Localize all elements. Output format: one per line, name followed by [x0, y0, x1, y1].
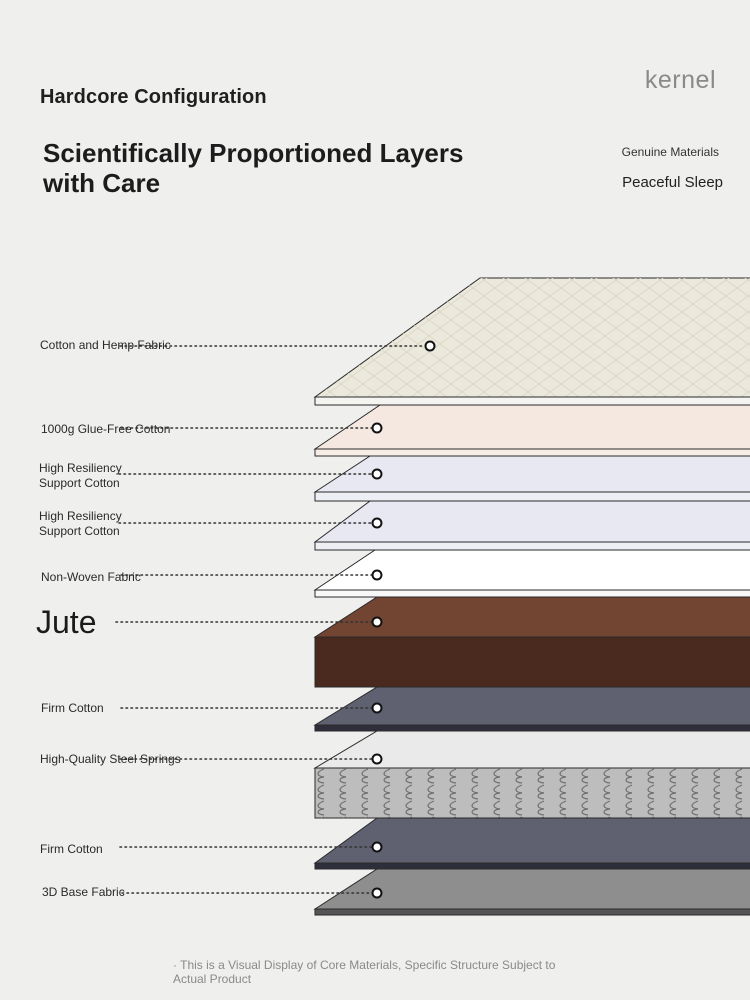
tag-genuine-materials: Genuine Materials	[621, 145, 719, 159]
layer-label-line: Support Cotton	[39, 524, 120, 538]
layer-label: Firm Cotton	[40, 842, 103, 857]
layer-label: 1000g Glue-Free Cotton	[41, 422, 170, 437]
layer-side-face	[314, 589, 750, 598]
spring-pattern	[315, 768, 750, 818]
brand-logo: kernel	[644, 66, 716, 94]
layer-top-face	[313, 596, 750, 638]
tag-peaceful-sleep: Peaceful Sleep	[622, 174, 723, 191]
layer-label-line: Jute	[36, 604, 97, 640]
layer-label-line: 3D Base Fabric	[42, 885, 125, 899]
layer-label-line: Firm Cotton	[41, 701, 104, 715]
layer-label-line: Non-Woven Fabric	[41, 570, 141, 584]
leader-dot	[371, 841, 383, 853]
section-kicker: Hardcore Configuration	[40, 86, 267, 108]
page-title: Scientifically Proportioned Layers with …	[43, 138, 513, 198]
layer-side-face	[314, 491, 750, 502]
leader-dot	[424, 340, 436, 352]
layer-label: Cotton and Hemp Fabric	[40, 338, 171, 353]
leader-dot	[371, 753, 383, 765]
layer-side-face	[314, 541, 750, 551]
layer-top-face	[313, 817, 750, 864]
layer-label-line: Cotton and Hemp Fabric	[40, 338, 171, 352]
layer-side-face	[314, 908, 750, 916]
layer-label-line: Support Cotton	[39, 476, 120, 490]
layer-label: High-Quality Steel Springs	[40, 752, 181, 767]
leader-dot	[371, 569, 383, 581]
layer-texture	[315, 278, 750, 397]
leader-dot	[371, 887, 383, 899]
page-title-line-1: Scientifically Proportioned Layers	[43, 138, 464, 168]
leader-dot	[371, 422, 383, 434]
mattress-layer	[313, 868, 750, 916]
layer-label-line: High Resiliency	[39, 461, 122, 475]
mattress-layer	[313, 404, 750, 457]
layer-side-face	[314, 448, 750, 457]
leader-dot	[371, 616, 383, 628]
layer-label: Non-Woven Fabric	[41, 570, 141, 585]
mattress-layer	[313, 500, 750, 551]
mattress-layer	[313, 730, 750, 819]
mattress-layer	[313, 455, 750, 502]
layer-side-face	[314, 636, 750, 688]
leader-dot	[371, 468, 383, 480]
layer-label: Firm Cotton	[41, 701, 104, 716]
layer-side-face	[314, 396, 750, 406]
footnote: · This is a Visual Display of Core Mater…	[173, 958, 556, 986]
layer-label-line: Firm Cotton	[40, 842, 103, 856]
layer-label-line: High-Quality Steel Springs	[40, 752, 181, 766]
layer-top-face	[313, 549, 750, 591]
layer-label-line: 1000g Glue-Free Cotton	[41, 422, 171, 436]
mattress-layer	[313, 686, 750, 732]
layer-label-line: High Resiliency	[39, 509, 122, 523]
layer-label: Jute	[36, 605, 96, 639]
mattress-layer	[313, 596, 750, 688]
layer-label: 3D Base Fabric	[42, 885, 125, 900]
leader-dot	[371, 702, 383, 714]
layer-side-face	[314, 724, 750, 732]
mattress-layer	[313, 549, 750, 598]
leader-dot	[371, 517, 383, 529]
page-title-line-2: with Care	[43, 168, 161, 198]
mattress-layer	[313, 277, 750, 406]
layer-side-face	[314, 862, 750, 870]
